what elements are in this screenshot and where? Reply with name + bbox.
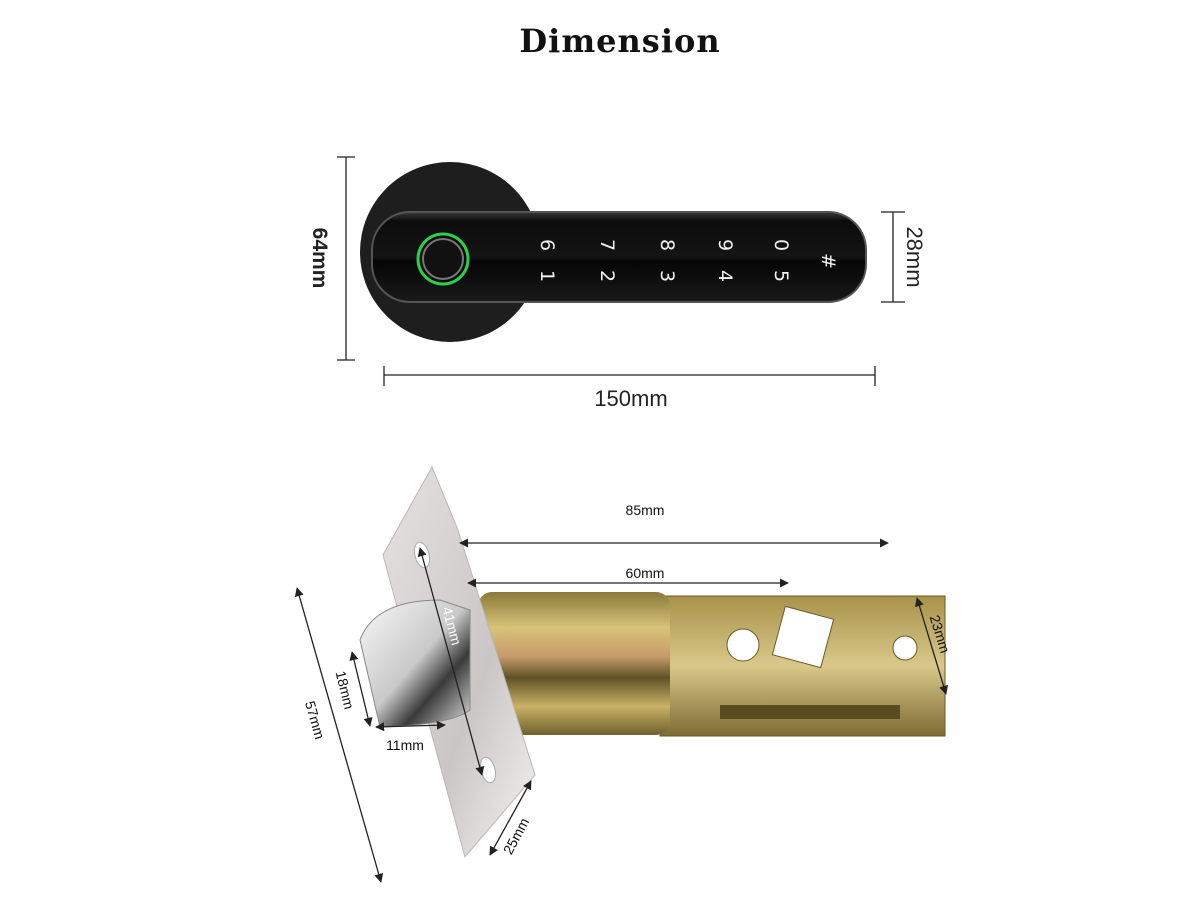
latch-cylinder bbox=[478, 592, 670, 735]
page-title: Dimension bbox=[519, 22, 720, 60]
bolt-depth-label: 11mm bbox=[386, 737, 424, 753]
plate-height-label: 57mm bbox=[302, 699, 328, 741]
key-7: 7 bbox=[596, 239, 618, 251]
key-hash: # bbox=[817, 253, 839, 269]
height-label: 64mm bbox=[308, 228, 331, 289]
handle-body bbox=[371, 211, 867, 303]
key-4: 4 bbox=[714, 270, 736, 282]
dimension-64mm: 64mm bbox=[308, 156, 355, 361]
dimension-150mm: 150mm bbox=[383, 366, 876, 411]
backset-label: 60mm bbox=[626, 565, 665, 581]
key-9: 9 bbox=[714, 239, 736, 251]
key-0: 0 bbox=[770, 239, 792, 251]
lever-handle: 6 7 8 9 0 1 2 3 4 5 # bbox=[360, 162, 867, 342]
key-5: 5 bbox=[770, 270, 792, 282]
keypad: 6 7 8 9 0 1 2 3 4 5 # bbox=[536, 239, 839, 282]
length-label: 150mm bbox=[594, 386, 667, 411]
length-total-label: 85mm bbox=[626, 502, 665, 518]
key-2: 2 bbox=[596, 270, 618, 282]
fingerprint-sensor-inner bbox=[422, 238, 464, 280]
handle-height-label: 28mm bbox=[902, 226, 927, 287]
key-1: 1 bbox=[536, 270, 558, 282]
key-8: 8 bbox=[656, 239, 678, 251]
latch bbox=[359, 465, 946, 859]
dimension-28mm: 28mm bbox=[881, 211, 927, 303]
key-3: 3 bbox=[656, 270, 678, 282]
plate-width-label: 25mm bbox=[500, 815, 532, 857]
key-6: 6 bbox=[536, 239, 558, 251]
bolt-height-label: 18mm bbox=[333, 669, 358, 711]
